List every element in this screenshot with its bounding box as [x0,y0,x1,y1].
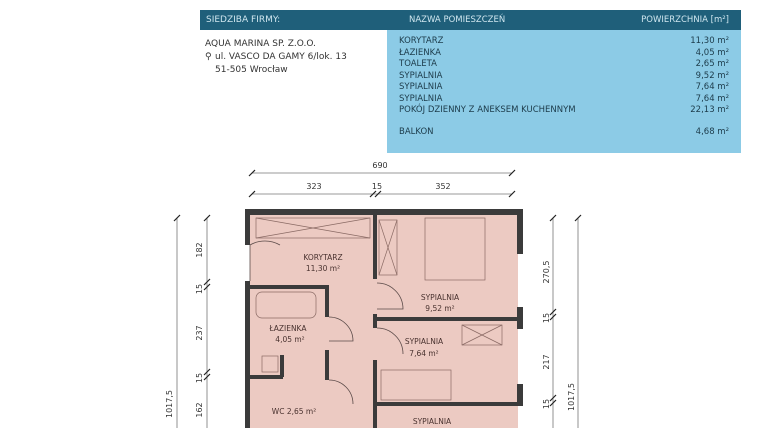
map-pin-icon: ⚲ [205,52,212,62]
rooms-table: NAZWA POMIESZCZEŃ POWIERZCHNIA [m²] KORY… [387,10,741,153]
room-row: SYPIALNIA 7,64 m² [399,94,729,106]
dim-left-0: 182 [195,242,204,257]
rooms-table-rows: KORYTARZ 11,30 m² ŁAZIENKA 4,05 m² TOALETA 2,… [399,36,729,138]
room-row: ŁAZIENKA 4,05 m² [399,48,729,60]
dim-left-1: 15 [195,284,204,294]
room-area: 11,30 m² [690,36,729,46]
label-lazienka-area: 4,05 m² [275,335,304,344]
room-name: TOALETA [399,59,438,69]
dim-right-1: 15 [542,313,551,323]
label-korytarz-area: 11,30 m² [306,264,340,273]
dim-right-2: 217 [542,354,551,369]
dim-total-width: 690 [372,161,387,170]
company-info: AQUA MARINA SP. Z.O.O. ⚲ul. VASCO DA GAM… [205,38,347,77]
room-area: 4,68 m² [695,126,729,137]
company-header: SIEDZIBA FIRMY: [200,10,387,30]
rooms-table-header: NAZWA POMIESZCZEŃ POWIERZCHNIA [m²] [387,10,741,30]
room-area: 7,64 m² [695,82,729,92]
furniture [255,217,503,401]
room-area: 22,13 m² [690,105,729,115]
label-sypialnia-1-area: 9,52 m² [425,304,454,313]
room-name: BALKON [399,126,434,137]
dim-left-width: 323 [306,182,321,191]
room-name: POKÓJ DZIENNY Z ANEKSEM KUCHENNYM [399,105,576,115]
label-sypialnia-3: SYPIALNIA [413,417,452,426]
dim-right-width: 352 [435,182,450,191]
room-row: BALKON 4,68 m² [399,127,729,139]
room-area: 7,64 m² [695,93,729,104]
room-name: SYPIALNIA [399,82,443,92]
label-wc: WC 2,65 m² [272,407,316,416]
room-area: 2,65 m² [695,59,729,69]
dim-left-3: 15 [195,373,204,383]
dim-left-4: 162 [195,402,204,417]
room-row: TOALETA 2,65 m² [399,59,729,71]
room-area: 4,05 m² [695,47,729,58]
room-row: SYPIALNIA 7,64 m² [399,82,729,94]
label-korytarz: KORYTARZ [303,253,342,262]
address-line2: 51-505 Wrocław [215,65,288,75]
room-row: POKÓJ DZIENNY Z ANEKSEM KUCHENNYM 22,13 m… [399,105,729,117]
dim-right-total: 1017,5 [567,383,576,411]
dimension-ticks [173,169,582,407]
room-name: ŁAZIENKA [399,47,441,58]
doors [249,240,404,405]
label-sypialnia-1: SYPIALNIA [421,293,460,302]
company-name: AQUA MARINA SP. Z.O.O. [205,39,316,49]
shower-drain-icon [261,355,279,373]
label-lazienka: ŁAZIENKA [269,324,308,333]
room-area: 9,52 m² [695,70,729,81]
dim-left-total: 1017,5 [165,390,174,418]
label-sypialnia-2: SYPIALNIA [405,337,444,346]
col-name-header: NAZWA POMIESZCZEŃ [409,15,506,25]
walls [245,209,523,428]
room-row: SYPIALNIA 9,52 m² [399,71,729,83]
label-sypialnia-2-area: 7,64 m² [409,349,438,358]
dim-left-2: 237 [195,325,204,340]
dimension-lines [176,172,579,428]
room-name: SYPIALNIA [399,70,443,81]
room-name: SYPIALNIA [399,93,443,104]
dim-wall-width: 15 [372,182,382,191]
col-area-header: POWIERZCHNIA [m²] [641,15,729,25]
dim-right-3: 15 [542,399,551,409]
dim-right-0: 270,5 [542,261,551,284]
room-row: KORYTARZ 11,30 m² [399,36,729,48]
room-name: KORYTARZ [399,36,444,46]
address-line1: ul. VASCO DA GAMY 6/lok. 13 [215,52,347,62]
